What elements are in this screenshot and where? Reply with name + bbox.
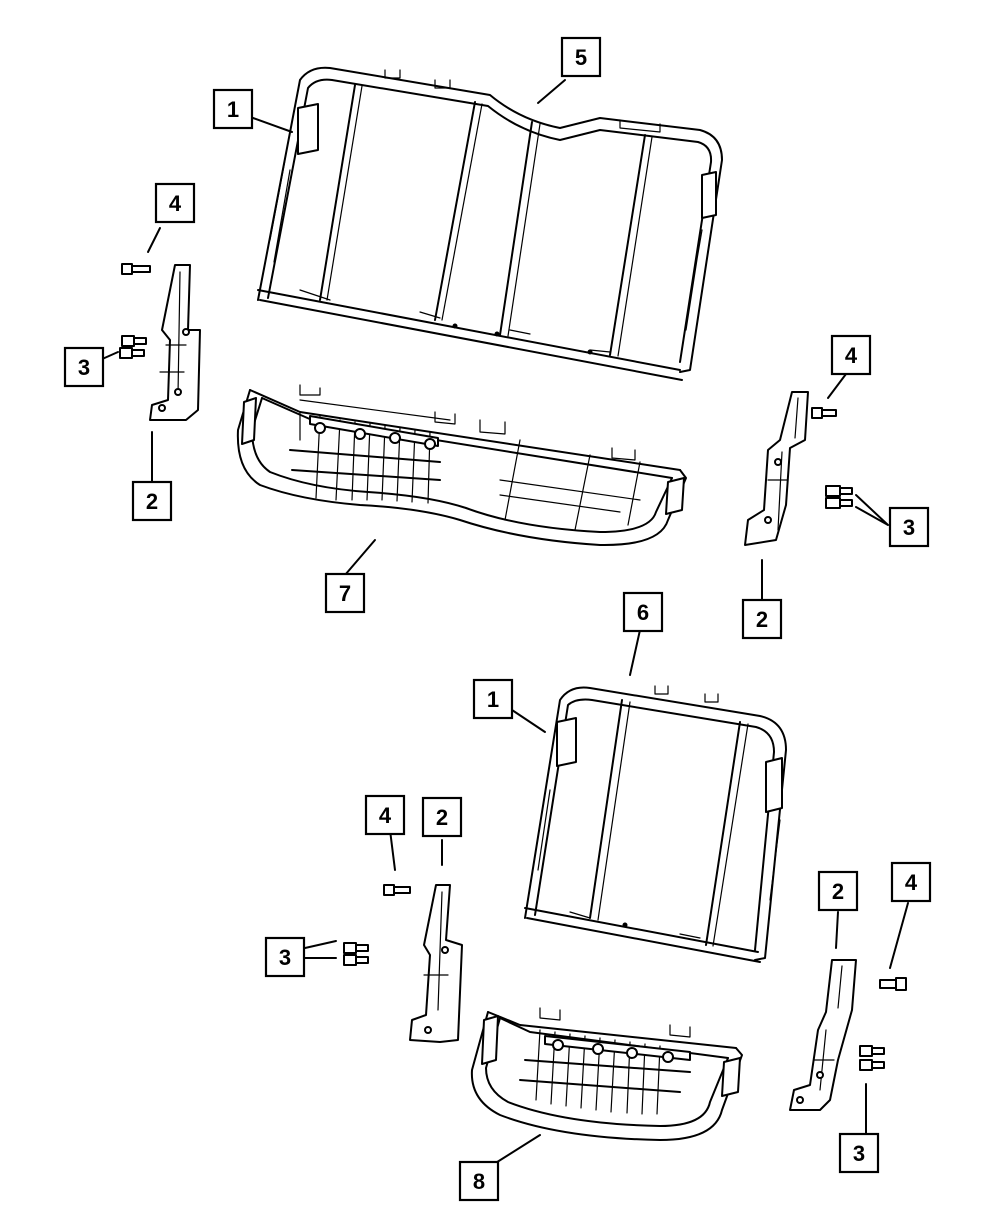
callout-2-lower-right: 2 bbox=[817, 870, 859, 912]
callout-label: 3 bbox=[78, 355, 90, 380]
callout-8: 8 bbox=[458, 1160, 500, 1202]
leader-lines bbox=[99, 79, 909, 1165]
callout-label: 2 bbox=[146, 489, 158, 514]
bolts-3-lower-right bbox=[859, 1045, 885, 1071]
callout-label: 4 bbox=[905, 870, 918, 895]
hinge-bracket-upper-left bbox=[149, 264, 201, 421]
callout-4-upper-right: 4 bbox=[830, 334, 872, 376]
callout-label: 8 bbox=[473, 1169, 485, 1194]
callout-label: 2 bbox=[436, 805, 448, 830]
callout-label: 4 bbox=[845, 343, 858, 368]
bolts-3-lower-middle bbox=[343, 942, 369, 966]
callout-4-lower-right: 4 bbox=[890, 861, 932, 903]
callout-label: 5 bbox=[575, 45, 587, 70]
callout-2-upper-right: 2 bbox=[741, 598, 783, 640]
callout-5: 5 bbox=[560, 36, 602, 78]
callout-3-upper-left: 3 bbox=[63, 346, 105, 388]
callout-label: 1 bbox=[487, 687, 499, 712]
callout-label: 6 bbox=[637, 600, 649, 625]
callout-1-upper: 1 bbox=[212, 88, 254, 130]
callout-label: 2 bbox=[832, 879, 844, 904]
callout-label: 2 bbox=[756, 607, 768, 632]
hinge-bracket-lower-right bbox=[789, 959, 857, 1111]
callout-3-lower-right: 3 bbox=[838, 1132, 880, 1174]
callout-7: 7 bbox=[324, 572, 366, 614]
hinge-bracket-lower-middle bbox=[409, 884, 463, 1043]
bolt-4-upper-left bbox=[121, 263, 151, 275]
callout-2-lower-middle: 2 bbox=[421, 796, 463, 838]
seat-back-frame-small bbox=[524, 685, 787, 963]
hinge-bracket-upper-right bbox=[744, 391, 809, 546]
bolt-4-lower-middle bbox=[383, 884, 411, 896]
callout-4-lower-middle: 4 bbox=[364, 794, 406, 836]
callout-label: 3 bbox=[903, 515, 915, 540]
callout-6: 6 bbox=[622, 591, 664, 633]
callout-3-upper-right: 3 bbox=[888, 506, 930, 548]
callout-label: 1 bbox=[227, 97, 239, 122]
bolts-3-upper-right bbox=[825, 485, 853, 509]
bolts-3-upper-left bbox=[119, 335, 147, 359]
callout-4-upper-left: 4 bbox=[154, 182, 196, 224]
seat-back-frame-large bbox=[257, 66, 723, 381]
callout-3-lower-middle: 3 bbox=[264, 936, 306, 978]
seat-cushion-frame-small bbox=[470, 1007, 743, 1141]
callout-label: 4 bbox=[379, 803, 392, 828]
callout-label: 3 bbox=[853, 1141, 865, 1166]
callout-label: 7 bbox=[339, 581, 351, 606]
seat-cushion-frame-large bbox=[236, 384, 687, 547]
callout-1-lower: 1 bbox=[472, 678, 514, 720]
callout-label: 3 bbox=[279, 945, 291, 970]
callout-2-upper-left: 2 bbox=[131, 480, 173, 522]
bolt-4-upper-right bbox=[811, 407, 837, 419]
bolt-4-lower-right bbox=[879, 977, 907, 991]
callout-label: 4 bbox=[169, 191, 182, 216]
